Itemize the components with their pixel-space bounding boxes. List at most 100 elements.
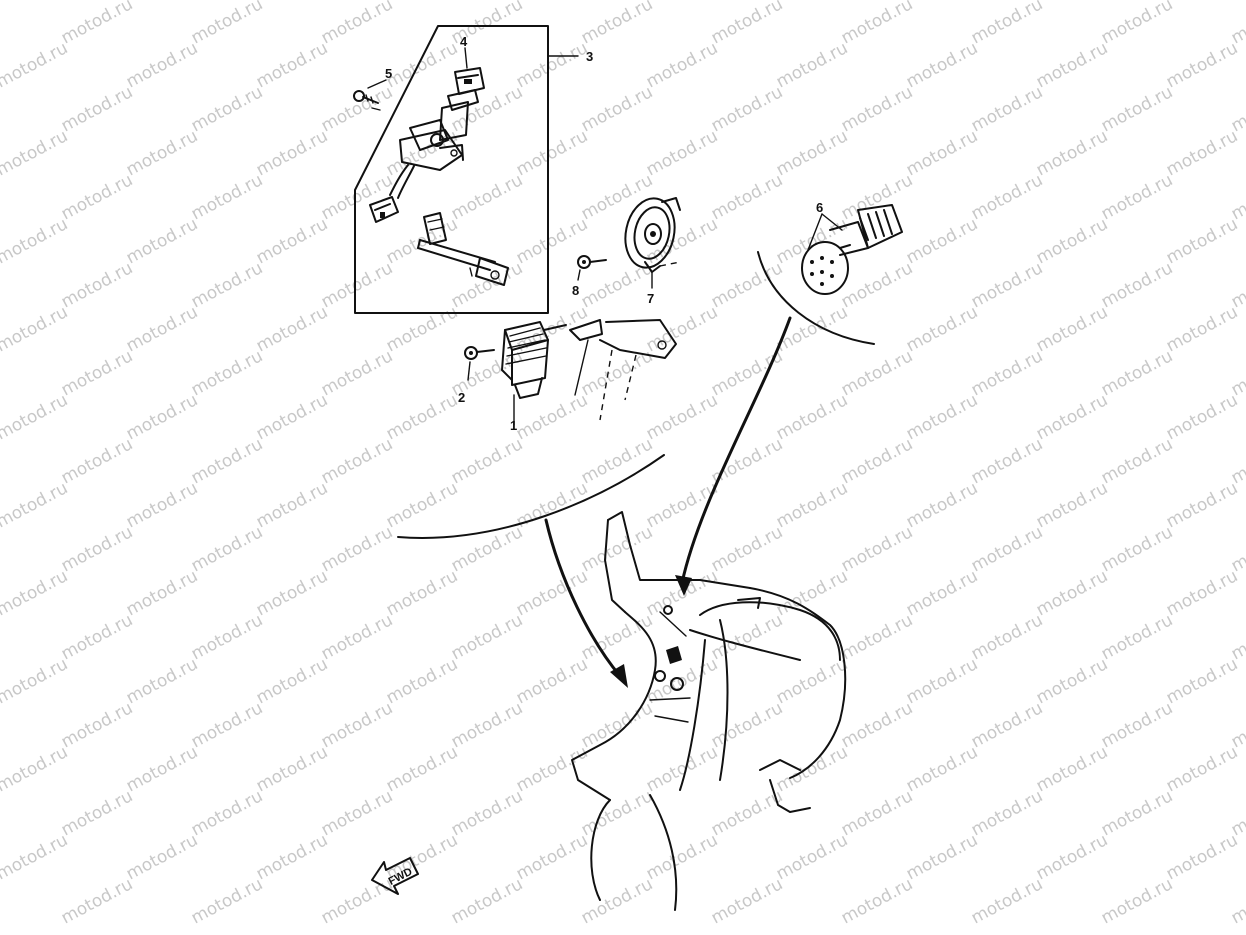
watermark-text: motod.ru: [903, 478, 981, 532]
watermark-text: motod.ru: [968, 258, 1046, 312]
flasher-relay: [801, 204, 903, 295]
watermark-text: motod.ru: [643, 566, 721, 620]
watermark-text: motod.ru: [513, 38, 591, 92]
watermark-text: motod.ru: [448, 610, 526, 664]
watermark-text: motod.ru: [578, 0, 656, 48]
watermark-text: motod.ru: [188, 610, 266, 664]
watermark-text: motod.ru: [643, 0, 721, 4]
watermark-text: motod.ru: [903, 38, 981, 92]
watermark-text: motod.ru: [1033, 478, 1111, 532]
watermark-text: motod.ru: [383, 566, 461, 620]
rectifier-regulator: [501, 321, 567, 426]
watermark-text: motod.ru: [903, 654, 981, 708]
watermark-text: motod.ru: [643, 126, 721, 180]
watermark-text: motod.ru: [253, 126, 331, 180]
scooter-outline: [571, 511, 847, 911]
watermark-text: motod.ru: [578, 258, 656, 312]
watermark-text: motod.ru: [708, 0, 786, 48]
watermark-text: motod.ru: [968, 434, 1046, 488]
watermark-text: motod.ru: [1228, 874, 1246, 928]
watermark-text: motod.ru: [318, 522, 396, 576]
location-arrow-flasher: [680, 316, 792, 585]
watermark-text: motod.ru: [1163, 566, 1241, 620]
watermark-text: motod.ru: [1033, 742, 1111, 796]
watermark-text: motod.ru: [318, 610, 396, 664]
watermark-text: motod.ru: [188, 82, 266, 136]
watermark-text: motod.ru: [578, 522, 656, 576]
watermark-text: motod.ru: [968, 0, 1046, 48]
watermark-text: motod.ru: [968, 698, 1046, 752]
watermark-text: motod.ru: [0, 38, 71, 92]
watermark-text: motod.ru: [1098, 434, 1176, 488]
watermark-text: motod.ru: [448, 258, 526, 312]
watermark-text: motod.ru: [58, 786, 136, 840]
watermark-text: motod.ru: [513, 742, 591, 796]
watermark-text: motod.ru: [1033, 830, 1111, 884]
watermark-text: motod.ru: [513, 390, 591, 444]
watermark-text: motod.ru: [253, 742, 331, 796]
watermark-text: motod.ru: [1098, 874, 1176, 928]
watermark-text: motod.ru: [58, 170, 136, 224]
watermark-text: motod.ru: [0, 566, 71, 620]
watermark-text: motod.ru: [383, 302, 461, 356]
watermark-text: motod.ru: [578, 170, 656, 224]
watermark-text: motod.ru: [513, 654, 591, 708]
watermark-text: motod.ru: [513, 830, 591, 884]
horn: [624, 197, 681, 289]
assembly-frame: [354, 25, 549, 314]
watermark-text: motod.ru: [643, 302, 721, 356]
watermark-text: motod.ru: [0, 742, 71, 796]
watermark-text: motod.ru: [1098, 698, 1176, 752]
watermark-text: motod.ru: [58, 82, 136, 136]
watermark-text: motod.ru: [708, 698, 786, 752]
watermark-text: motod.ru: [1163, 654, 1241, 708]
watermark-text: motod.ru: [188, 522, 266, 576]
watermark-text: motod.ru: [123, 830, 201, 884]
watermark-text: motod.ru: [0, 126, 71, 180]
watermark-text: motod.ru: [773, 654, 851, 708]
bolt-2: [464, 346, 495, 381]
watermark-text: motod.ru: [0, 830, 71, 884]
watermark-text: motod.ru: [1033, 38, 1111, 92]
watermark-text: motod.ru: [123, 302, 201, 356]
callout-5: 5: [385, 66, 392, 81]
watermark-text: motod.ru: [188, 258, 266, 312]
watermark-text: motod.ru: [838, 698, 916, 752]
watermark-text: motod.ru: [383, 38, 461, 92]
watermark-text: motod.ru: [188, 874, 266, 928]
watermark-text: motod.ru: [578, 82, 656, 136]
location-arrow-rectifier: [544, 518, 622, 678]
watermark-text: motod.ru: [838, 346, 916, 400]
watermark-text: motod.ru: [318, 434, 396, 488]
watermark-text: motod.ru: [1033, 126, 1111, 180]
watermark-text: motod.ru: [903, 566, 981, 620]
watermark-text: motod.ru: [1033, 390, 1111, 444]
watermark-text: motod.ru: [1033, 0, 1111, 4]
watermark-text: motod.ru: [1163, 742, 1241, 796]
watermark-text: motod.ru: [0, 654, 71, 708]
watermark-text: motod.ru: [58, 610, 136, 664]
watermark-text: motod.ru: [58, 434, 136, 488]
watermark-text: motod.ru: [253, 0, 331, 4]
leader-4: [464, 47, 468, 69]
watermark-text: motod.ru: [708, 170, 786, 224]
watermark-text: motod.ru: [903, 742, 981, 796]
watermark-text: motod.ru: [708, 610, 786, 664]
watermark-text: motod.ru: [838, 522, 916, 576]
watermark-text: motod.ru: [1098, 82, 1176, 136]
leader-6b: [807, 213, 823, 251]
watermark-text: motod.ru: [903, 830, 981, 884]
watermark-text: motod.ru: [708, 874, 786, 928]
watermark-text: motod.ru: [58, 874, 136, 928]
callout-2: 2: [458, 390, 465, 405]
zone-curve-right: [757, 251, 875, 345]
watermark-text: motod.ru: [58, 258, 136, 312]
watermark-text: motod.ru: [318, 82, 396, 136]
callout-1: 1: [510, 418, 517, 433]
watermark-text: motod.ru: [773, 478, 851, 532]
callout-7: 7: [647, 291, 654, 306]
watermark-text: motod.ru: [903, 0, 981, 4]
watermark-text: motod.ru: [318, 874, 396, 928]
watermark-text: motod.ru: [838, 258, 916, 312]
watermark-text: motod.ru: [708, 434, 786, 488]
